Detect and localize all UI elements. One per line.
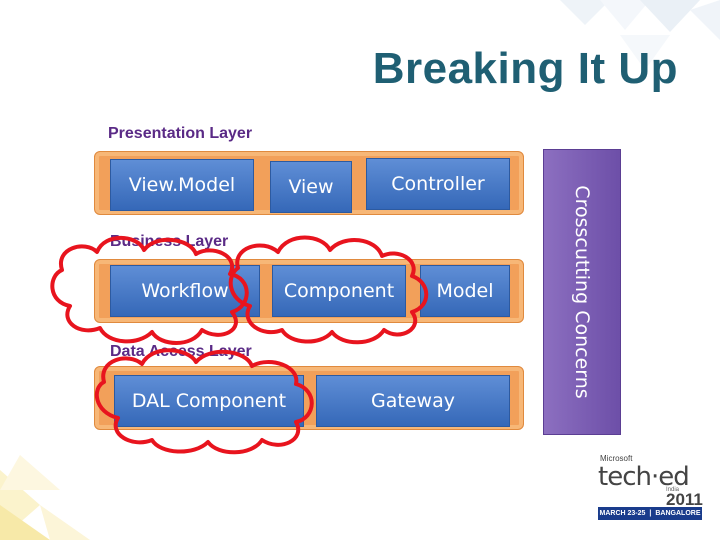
crosscutting-concerns-bar: [543, 149, 621, 435]
crosscutting-concerns-label: Crosscutting Concerns: [571, 185, 593, 399]
logo-dates-bar: MARCH 23-25 | BANGALORE: [598, 507, 702, 520]
logo-name: tech·ed: [598, 462, 690, 492]
workflow-box: Workflow: [110, 265, 260, 317]
logo-brand: Microsoft: [600, 454, 633, 463]
teched-logo: Microsoft tech·ed India 2011 MARCH 23-25…: [596, 452, 704, 524]
controller-box: Controller: [366, 158, 510, 210]
logo-dates: MARCH 23-25: [599, 510, 646, 517]
logo-year: 2011: [666, 490, 703, 509]
dal-component-box: DAL Component: [114, 375, 304, 427]
logo-separator: |: [649, 510, 652, 517]
gateway-box: Gateway: [316, 375, 510, 427]
logo-region: India: [666, 487, 680, 493]
component-box: Component: [272, 265, 406, 317]
model-box: Model: [420, 265, 510, 317]
presentation-layer-label: Presentation Layer: [108, 125, 253, 142]
data-access-layer-label: Data Access Layer: [110, 343, 252, 360]
viewmodel-box: View.Model: [110, 159, 254, 211]
logo-city: BANGALORE: [655, 510, 701, 517]
view-box: View: [270, 161, 352, 213]
slide-title: Breaking It Up: [372, 44, 678, 93]
business-layer-label: Business Layer: [110, 233, 229, 250]
